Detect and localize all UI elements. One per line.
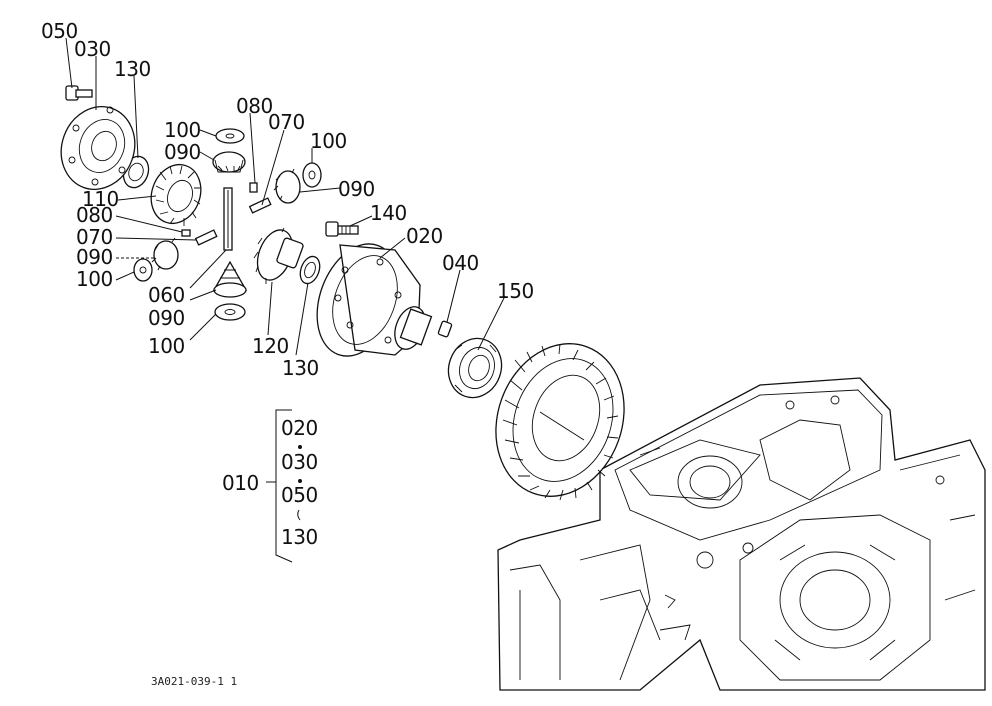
callout-100-left: 100: [76, 267, 113, 291]
pinion-shaft-060: [223, 187, 233, 251]
pin-040: [437, 320, 453, 338]
callout-060: 060: [148, 283, 185, 307]
callout-150: 150: [497, 279, 534, 303]
callout-130-lower: 130: [282, 356, 319, 380]
thrust-washer-130: [299, 255, 321, 285]
callout-080-upper: 080: [236, 94, 273, 118]
washer-left: [133, 258, 153, 282]
side-gear-120: [253, 227, 304, 284]
pin-080-left: [181, 229, 191, 237]
bolt-140: [325, 221, 359, 237]
callout-130-upper: 130: [114, 57, 151, 81]
figure-code: 3A021-039-1 1: [151, 675, 237, 688]
callout-100-right: 100: [310, 129, 347, 153]
assembly-dot-1: [298, 445, 302, 449]
pin-080-right: [249, 182, 258, 193]
callout-070-left: 070: [76, 225, 113, 249]
pinion-gear-bottom: [212, 260, 248, 298]
callout-100-lower: 100: [148, 334, 185, 358]
callout-050: 050: [41, 19, 78, 43]
assembly-item-2: 030: [281, 450, 318, 474]
shaft-070-right: [248, 197, 272, 214]
callout-090-left: 090: [76, 245, 113, 269]
callout-100-upper: 100: [164, 118, 201, 142]
callout-090-upper: 090: [164, 140, 201, 164]
shaft-070-left: [194, 229, 218, 246]
callout-110: 110: [82, 187, 119, 211]
callout-090-lower: 090: [148, 306, 185, 330]
ring-gear: [495, 343, 625, 501]
differential-case: [316, 243, 433, 357]
callout-020: 020: [406, 224, 443, 248]
pinion-gear-right: [273, 168, 301, 204]
washer-bottom: [214, 303, 246, 321]
callout-080-left: 080: [76, 203, 113, 227]
assembly-item-1: 020: [281, 416, 318, 440]
transmission-housing: [497, 377, 986, 691]
callout-040: 040: [442, 251, 479, 275]
callout-090-right: 090: [338, 177, 375, 201]
assembly-item-4: 130: [281, 525, 318, 549]
assembly-group: 010 020 030 050 130: [222, 409, 318, 563]
callout-120: 120: [252, 334, 289, 358]
pinion-gear-left: [151, 237, 179, 271]
assembly-range-mark: [297, 509, 301, 521]
assembly-item-3: 050: [281, 483, 318, 507]
side-gear-110: [150, 163, 202, 226]
leader-lines: [65, 37, 585, 441]
bolt-050: [65, 85, 93, 101]
callout-140: 140: [370, 201, 407, 225]
assembly-label: 010: [222, 471, 259, 495]
washer-right: [302, 162, 322, 188]
assembly-dot-2: [298, 479, 302, 483]
callout-030: 030: [74, 37, 111, 61]
pinion-gear-top: [212, 151, 246, 173]
differential-cover-030: [60, 106, 136, 190]
callout-labels: 050 030 130 080 070 100 090 100 090 110 …: [41, 19, 534, 380]
washer-top: [215, 128, 245, 144]
callout-070-upper: 070: [268, 110, 305, 134]
bearing: [447, 337, 503, 399]
